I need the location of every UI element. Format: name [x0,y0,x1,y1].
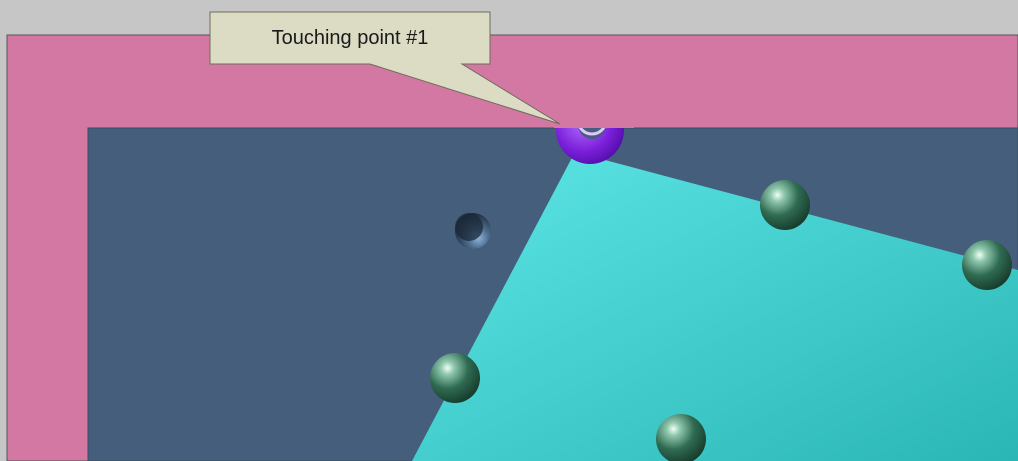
sphere-3 [430,353,480,403]
callout [209,11,561,125]
hull-region [412,152,1018,461]
hole [455,213,491,249]
touch-marker [554,86,634,164]
sphere-1 [760,180,810,230]
sphere-4 [656,414,706,461]
sphere-2 [962,240,1012,290]
